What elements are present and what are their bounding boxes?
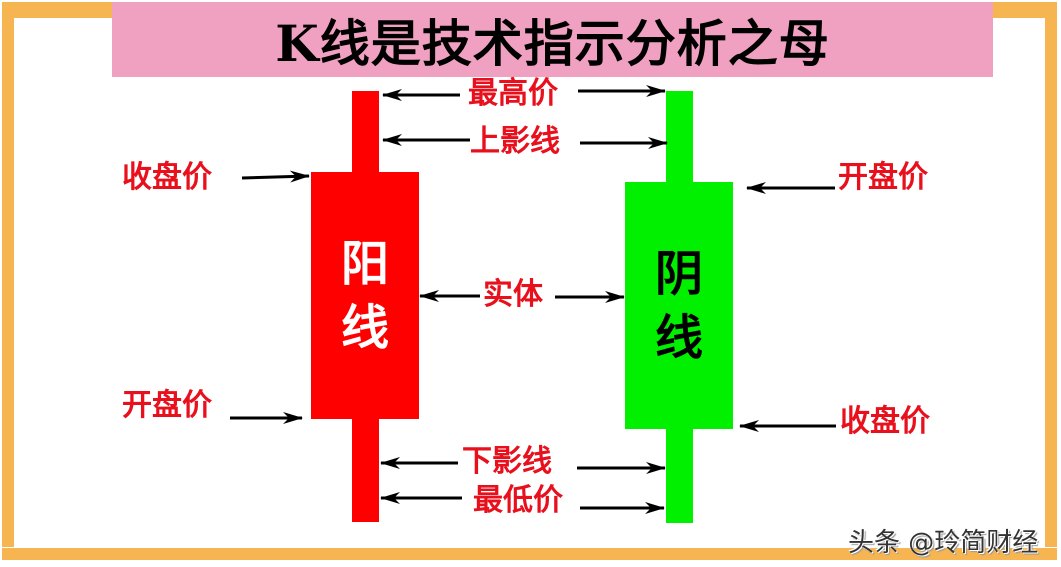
label-bear-close: 收盘价 [840,404,930,439]
frame-right [1045,2,1057,547]
label-upper-shadow: 上影线 [470,124,560,159]
bearish-char-2: 线 [654,309,703,366]
label-body: 实体 [483,277,543,312]
bearish-char-1: 阴 [654,245,703,302]
watermark: 头条 @玲简财经 [848,528,1039,558]
bearish-candle-body: 阴 线 [625,182,733,429]
label-bear-open: 开盘价 [838,160,928,195]
frame-left [2,2,14,547]
bullish-candle-body: 阳 线 [311,172,419,419]
arrow-bull-close [241,170,310,183]
label-low: 最低价 [473,483,563,518]
frame-top-left [2,2,114,18]
frame-top-right [993,2,1057,18]
label-bull-open: 开盘价 [122,388,212,423]
page-title: K线是技术指示分析之母 [275,13,830,73]
bullish-char-2: 线 [340,299,389,356]
title-banner: K线是技术指示分析之母 [112,2,993,77]
label-high: 最高价 [468,76,558,111]
label-lower-shadow: 下影线 [462,444,552,479]
frame-bottom [2,548,1057,560]
bullish-char-1: 阳 [340,235,389,292]
label-bull-close: 收盘价 [122,160,212,195]
